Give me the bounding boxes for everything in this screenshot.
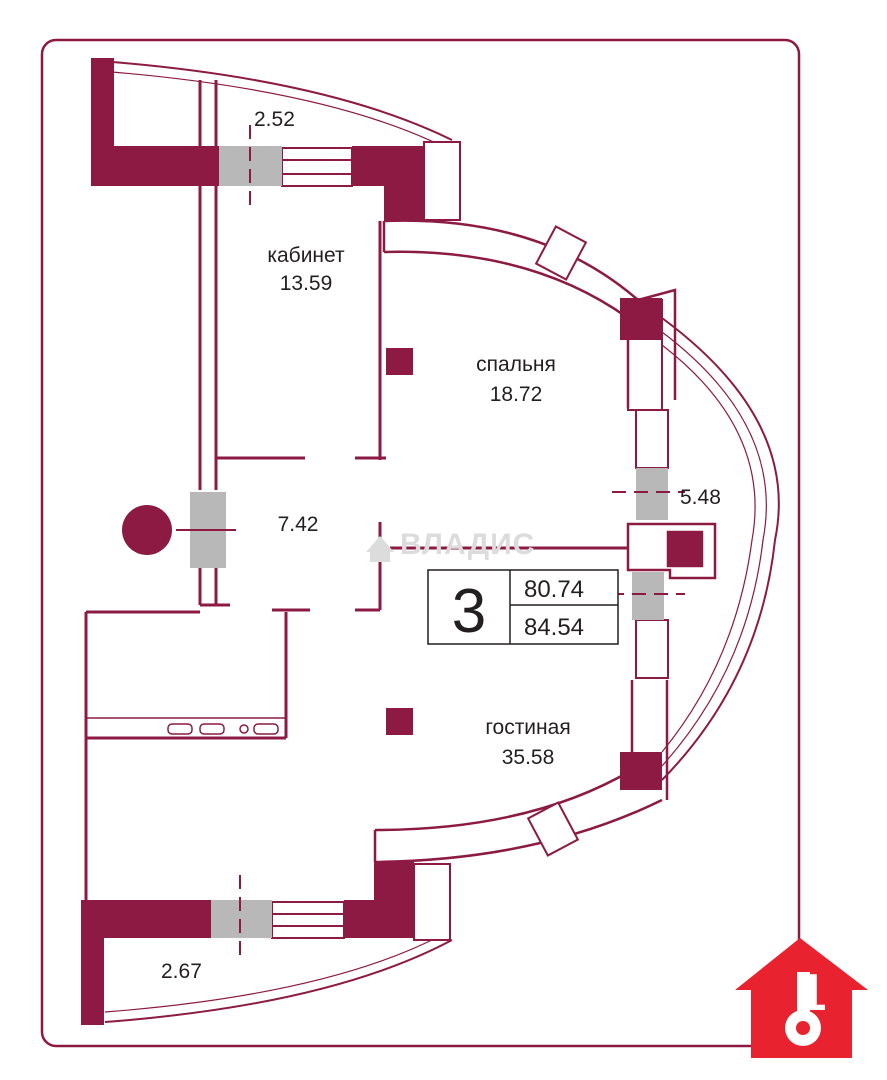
area-summary: 3 80.74 84.54 xyxy=(427,569,619,646)
room-area-hall: 7.42 xyxy=(278,513,319,536)
kitchen-units xyxy=(86,717,286,735)
balcony-area-top: 2.52 xyxy=(254,108,295,131)
room-name-study: кабинет xyxy=(267,244,345,267)
total-area: 84.54 xyxy=(524,614,584,641)
house-icon xyxy=(366,536,394,562)
watermark: ВЛАДИС xyxy=(366,528,535,562)
balcony-area-right: 5.48 xyxy=(680,486,721,509)
watermark-text: ВЛАДИС xyxy=(400,528,535,561)
room-name-living: гостиная xyxy=(485,716,570,739)
bearing-walls xyxy=(81,58,662,1025)
plan-frame xyxy=(40,38,801,1048)
room-area-study: 13.59 xyxy=(280,272,333,295)
facade-windows xyxy=(413,141,669,941)
partitions xyxy=(84,80,628,900)
room-area-living: 35.58 xyxy=(502,746,555,769)
dimension-markers xyxy=(176,125,685,955)
ventilation-shaft xyxy=(626,522,717,580)
house-key-icon: 1 xyxy=(735,938,868,1058)
facade-wall xyxy=(373,219,677,864)
room-area-bedroom: 18.72 xyxy=(490,383,543,406)
logo-digit: 1 xyxy=(798,964,827,1022)
curved-glazing xyxy=(104,61,780,1023)
rooms-count: 3 xyxy=(452,577,486,646)
room-name-bedroom: спальня xyxy=(476,353,556,376)
riser-column xyxy=(122,505,172,555)
balcony-area-bottom: 2.67 xyxy=(161,960,202,983)
balcony-windows xyxy=(271,147,353,939)
living-area: 80.74 xyxy=(524,576,584,603)
